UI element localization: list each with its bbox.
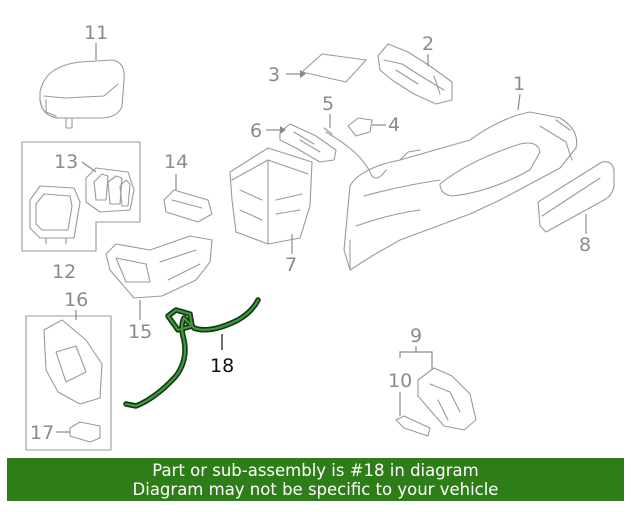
part-12-tray-insert <box>29 185 81 245</box>
callout-11: 11 <box>84 22 108 44</box>
part-4-clip <box>347 117 373 137</box>
group-box-16 <box>25 315 112 451</box>
callout-17: 17 <box>30 422 54 444</box>
callout-13: 13 <box>54 151 78 173</box>
callout-8: 8 <box>579 234 591 256</box>
part-10-clip <box>395 415 431 437</box>
arrow-6 <box>280 126 286 134</box>
group-box-12 <box>21 141 141 252</box>
leader-13 <box>81 161 97 173</box>
part-15-tray <box>105 235 213 299</box>
callout-4: 4 <box>388 114 400 136</box>
callout-18: 18 <box>210 355 234 377</box>
part-7-storage-box <box>229 147 313 245</box>
callout-15: 15 <box>128 321 152 343</box>
part-3-mat <box>301 53 367 83</box>
callout-12: 12 <box>52 261 76 283</box>
callout-14: 14 <box>164 151 188 173</box>
arrow-3 <box>300 70 306 78</box>
callout-6: 6 <box>250 120 262 142</box>
part-5-wire <box>323 127 387 179</box>
banner-line-part: Part or sub-assembly is #18 in diagram <box>152 461 479 480</box>
leader-9 <box>399 346 433 370</box>
callout-9: 9 <box>410 325 422 347</box>
part-8-side-panel <box>537 161 615 233</box>
part-14-bracket <box>163 189 213 223</box>
part-17-switch <box>69 421 101 443</box>
banner-line-disclaimer: Diagram may not be specific to your vehi… <box>132 480 499 499</box>
part-1-console <box>343 111 578 271</box>
part-9-bracket <box>417 367 477 431</box>
leader-1 <box>517 93 521 111</box>
part-6-switch-panel <box>279 123 337 163</box>
callout-16: 16 <box>64 289 88 311</box>
callout-5: 5 <box>322 93 334 115</box>
callout-7: 7 <box>285 254 297 276</box>
part-16-trim-panel <box>43 319 103 405</box>
disclaimer-banner: Part or sub-assembly is #18 in diagram D… <box>7 458 624 501</box>
callout-10: 10 <box>388 370 412 392</box>
part-2-bracket <box>377 43 453 105</box>
part-11-armrest-lid <box>39 59 125 129</box>
callout-2: 2 <box>422 33 434 55</box>
part-18-wiring-harness <box>123 297 261 409</box>
callout-3: 3 <box>268 64 280 86</box>
part-13-vent-insert <box>85 167 135 213</box>
callout-1: 1 <box>513 73 525 95</box>
